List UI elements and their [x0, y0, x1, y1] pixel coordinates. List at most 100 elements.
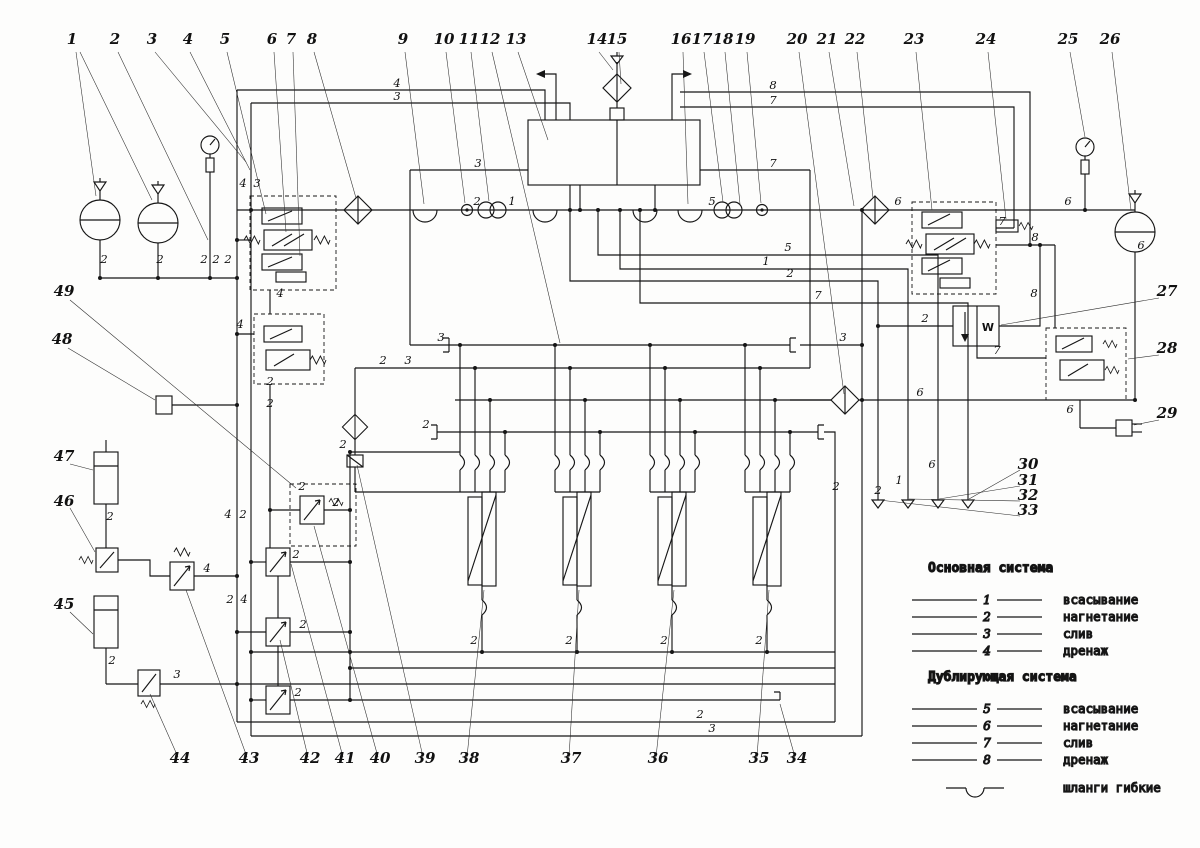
callout-number: 32 [1018, 486, 1039, 504]
legend-line-label: слив [1063, 735, 1093, 750]
spring-icon [905, 239, 923, 249]
line-number-label: 2 [99, 252, 107, 266]
cylinder-icon [562, 491, 592, 587]
line-number-label: 3 [404, 353, 411, 367]
cylinder-icon [752, 491, 782, 587]
callout-number: 36 [648, 749, 669, 767]
right-valve-block [905, 201, 1056, 328]
hose-icon [677, 209, 703, 223]
line-number-label: 2 [421, 417, 429, 431]
callout-number: 2 [109, 30, 120, 48]
component-28-block [1045, 327, 1127, 429]
callout-number: 4 [183, 30, 193, 48]
cylinder-icon [467, 491, 497, 587]
callout-number: 28 [1156, 339, 1178, 357]
callout-number: 6 [267, 30, 278, 48]
reservoir-tank [527, 52, 701, 210]
line-number-label: 1 [762, 254, 769, 268]
line-number-label: 2 [225, 592, 233, 606]
line-number-label: 2 [469, 633, 477, 647]
valve-icon [169, 561, 195, 591]
line-number-label: 4 [392, 76, 400, 90]
line-number-label: 2 [298, 617, 306, 631]
schematic-linework [78, 52, 1156, 737]
callout-number: 40 [370, 749, 391, 767]
line-number-label: 4 [202, 561, 210, 575]
legend-row-8: 8 дренаж [912, 751, 1109, 768]
spring-icon [313, 235, 331, 245]
callout-number: 12 [480, 30, 501, 48]
cylinder-icon [657, 491, 687, 587]
line-number-label: 2 [265, 396, 273, 410]
drain-vent-icon [961, 499, 975, 509]
legend-line-number: 6 [983, 719, 991, 733]
callout-number: 16 [671, 30, 692, 48]
spring-icon [1104, 366, 1120, 374]
callout-number: 21 [816, 30, 838, 48]
right-accumulator-gauge [1075, 137, 1156, 400]
line-number-label: 4 [223, 507, 231, 521]
left-actuators [78, 395, 237, 708]
line-number-label: 7 [993, 343, 1001, 357]
legend-row-5: 5 всасывание [912, 700, 1139, 717]
line-number-label: 6 [894, 194, 901, 208]
filter-icon [830, 385, 860, 415]
line-number-label: 2 [659, 633, 667, 647]
vent-arrow-right-icon [683, 70, 692, 78]
legend-line-label: всасывание [1063, 592, 1138, 607]
callout-number: 44 [170, 749, 191, 767]
line-number-label: 2 [338, 437, 346, 451]
line-number-label: 2 [223, 252, 231, 266]
line-number-label: 2 [695, 707, 703, 721]
legend-line-label: дренаж [1063, 643, 1109, 658]
callout-number: 1 [67, 30, 77, 48]
legend-line-number: 2 [982, 610, 991, 624]
manifold-drops [459, 345, 796, 493]
callout-number: 49 [54, 282, 75, 300]
line-number-label: 2 [378, 353, 386, 367]
accumulator-icon [79, 177, 121, 241]
callout-number: 30 [1018, 455, 1039, 473]
callout-number: 5 [220, 30, 230, 48]
line-number-label: 5 [708, 194, 715, 208]
callout-number: 18 [713, 30, 734, 48]
line-number-label: 4 [238, 176, 246, 190]
bottom-routing-lines [160, 651, 862, 737]
callout-number: 47 [54, 447, 75, 465]
legend-backup-title: Дублирующая система [928, 670, 1077, 685]
line-number-label: 6 [1137, 238, 1144, 252]
callout-number: 3 [147, 30, 157, 48]
line-number-label: 2 [754, 633, 762, 647]
spring-icon [1018, 222, 1034, 230]
callout-number: 34 [787, 749, 808, 767]
junction-dots [98, 208, 1137, 702]
callout-number: 35 [749, 749, 770, 767]
line-number-label: 8 [769, 78, 776, 92]
legend-line-label: нагнетание [1063, 609, 1138, 624]
line-number-label: 6 [928, 457, 935, 471]
main-pressure-line [237, 195, 1135, 225]
line-number-label: 6 [1066, 402, 1073, 416]
legend-line-number: 4 [982, 644, 991, 658]
line-number-label: 7 [814, 288, 822, 302]
legend-row-6: 6 нагнетание [912, 717, 1139, 734]
legend-main-title: Основная система [928, 561, 1053, 576]
landing-gear-cylinders [467, 491, 782, 652]
line-number-label: 3 [474, 156, 481, 170]
callout-number: 45 [54, 595, 75, 613]
callout-number: 46 [54, 492, 75, 510]
line-number-label: 3 [839, 330, 846, 344]
left-accumulators [79, 135, 237, 279]
callout-number: 13 [506, 30, 527, 48]
callout-number: 41 [335, 749, 356, 767]
legend-line-number: 7 [983, 736, 991, 750]
callout-number: 27 [1156, 282, 1178, 300]
callout-number: 14 [587, 30, 608, 48]
filter-icon [341, 413, 369, 441]
line-number-label: 6 [1064, 194, 1071, 208]
line-number-label: 2 [331, 495, 339, 509]
legend-row-3: 3 слив [912, 625, 1094, 642]
